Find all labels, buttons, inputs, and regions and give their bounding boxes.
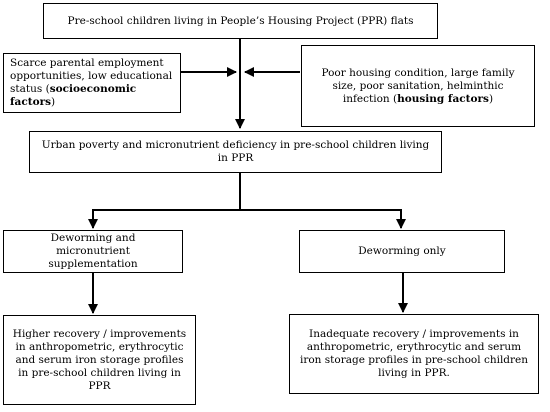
node-urban-poverty: Urban poverty and micronutrient deficien… <box>29 131 442 173</box>
node-deworming-supplementation-text: Deworming and micronutrient supplementat… <box>48 232 138 270</box>
node-deworming-supplementation: Deworming and micronutrient supplementat… <box>3 230 183 273</box>
node-socioeconomic-factors: Scarce parental employment opportunities… <box>3 53 181 113</box>
node-higher-recovery: Higher recovery / improvements in anthro… <box>3 315 196 405</box>
node-deworming-only-text: Deworming only <box>358 245 446 257</box>
node-inadequate-recovery-text: Inadequate recovery / improvements in an… <box>299 328 529 379</box>
node-higher-recovery-text: Higher recovery / improvements in anthro… <box>12 327 187 392</box>
socioeconomic-factors-label: socioeconomic factors <box>10 83 137 108</box>
node-inadequate-recovery: Inadequate recovery / improvements in an… <box>289 314 539 394</box>
housing-factors-label: housing factors <box>397 92 489 105</box>
node-preschool-children-ppr: Pre-school children living in People’s H… <box>43 3 438 39</box>
node-housing-factors: Poor housing condition, large family siz… <box>301 45 535 127</box>
node-urban-poverty-text: Urban poverty and micronutrient deficien… <box>41 139 430 164</box>
node-socioeconomic-factors-text: Scarce parental employment opportunities… <box>10 57 173 108</box>
node-deworming-only: Deworming only <box>299 230 505 273</box>
node-preschool-children-ppr-text: Pre-school children living in People’s H… <box>67 14 414 27</box>
node-housing-factors-text: Poor housing condition, large family siz… <box>321 66 515 105</box>
